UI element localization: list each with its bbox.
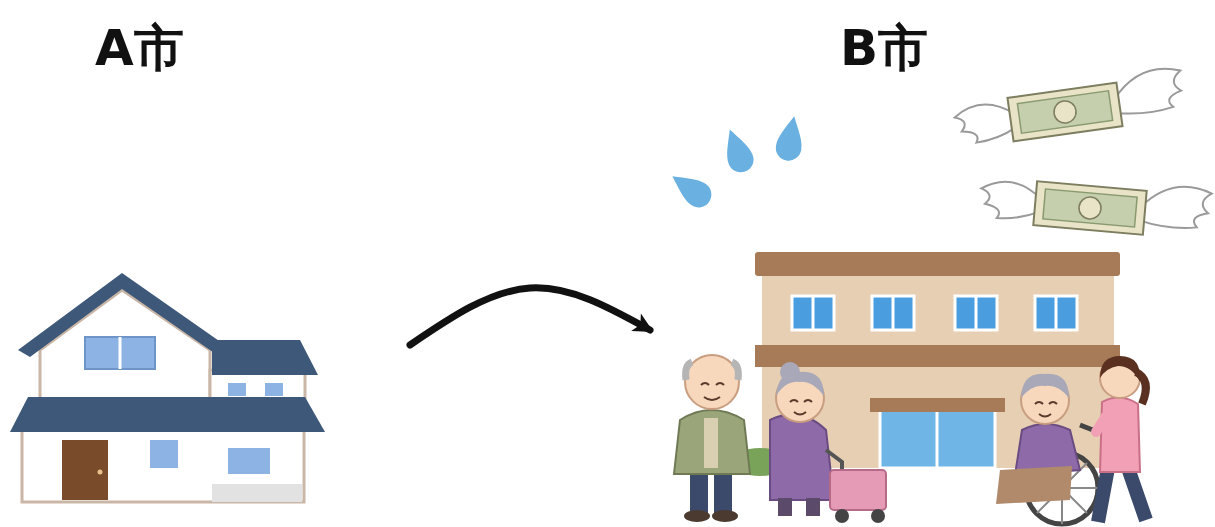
- house-roof: [10, 397, 325, 432]
- house-step: [212, 484, 302, 502]
- house-roof: [18, 273, 232, 357]
- window-frame: [975, 296, 978, 330]
- sweat-drops: [665, 114, 807, 212]
- city-label: B市: [840, 18, 928, 78]
- house-window: [228, 383, 246, 396]
- face: [1035, 402, 1057, 417]
- wing: [1110, 66, 1185, 117]
- ponytail: [1136, 372, 1146, 404]
- building-window: [1035, 296, 1077, 330]
- elderly-man: [674, 355, 750, 522]
- sweat-drop: [665, 166, 716, 213]
- place-node: A市: [0, 10, 410, 515]
- house-wall: [40, 290, 210, 400]
- building-roof: [755, 252, 1120, 276]
- wing: [1139, 183, 1212, 231]
- face: [790, 400, 812, 415]
- building-window: [792, 296, 834, 330]
- wing: [979, 180, 1042, 222]
- sweat-drop: [774, 114, 807, 163]
- walker-wheel: [871, 509, 885, 523]
- city-label: A市: [95, 18, 184, 78]
- move-arrow: [410, 288, 650, 345]
- banknote-pattern: [1043, 189, 1137, 227]
- flying-money: [979, 169, 1213, 240]
- lap-blanket: [996, 466, 1072, 504]
- sweat-drop: [718, 125, 757, 176]
- leg: [778, 498, 792, 516]
- trousers: [1098, 468, 1146, 522]
- banknote-portrait: [1078, 196, 1102, 220]
- house-window: [265, 383, 283, 396]
- hair: [686, 362, 739, 380]
- window-frame: [812, 296, 815, 330]
- shoe: [712, 510, 738, 522]
- house-window: [85, 337, 155, 369]
- walker-basket: [830, 470, 886, 510]
- walker-wheel: [835, 509, 849, 523]
- banknote-pattern: [1017, 91, 1112, 134]
- window-frame: [119, 337, 122, 369]
- entrance-awning: [870, 398, 1005, 412]
- door-knob: [98, 470, 103, 475]
- leg: [806, 498, 820, 516]
- shirt: [1100, 397, 1140, 472]
- elderly-woman-walker: [770, 362, 886, 523]
- hair: [1100, 356, 1140, 382]
- building-band: [755, 345, 1120, 367]
- door-frame: [936, 410, 939, 468]
- shirt: [704, 418, 718, 468]
- house-window: [228, 448, 270, 474]
- house-roof: [212, 340, 318, 375]
- building-entrance: [880, 410, 995, 468]
- house-door: [62, 440, 108, 500]
- dress: [770, 414, 834, 500]
- place-node: B市: [650, 10, 1215, 520]
- arm: [1096, 416, 1106, 432]
- house-window: [150, 440, 178, 468]
- hair: [1021, 374, 1069, 398]
- house-wall: [22, 428, 304, 502]
- flying-money: [952, 66, 1187, 149]
- window-frames: [813, 296, 1056, 330]
- banknote: [1007, 83, 1122, 142]
- head: [685, 355, 739, 409]
- banknote-portrait: [1053, 100, 1078, 125]
- banknote: [1033, 181, 1146, 234]
- building-window: [872, 296, 914, 330]
- shoe: [684, 510, 710, 522]
- jacket: [674, 410, 750, 474]
- house-illustration: [10, 273, 325, 502]
- caregiver: [1096, 356, 1146, 522]
- wheelchair-group: [996, 374, 1098, 524]
- window-frame: [1055, 296, 1058, 330]
- hair-bun: [780, 362, 800, 382]
- face: [701, 383, 724, 400]
- building-windows: [792, 296, 1077, 330]
- building-window: [955, 296, 997, 330]
- window-frame: [892, 296, 895, 330]
